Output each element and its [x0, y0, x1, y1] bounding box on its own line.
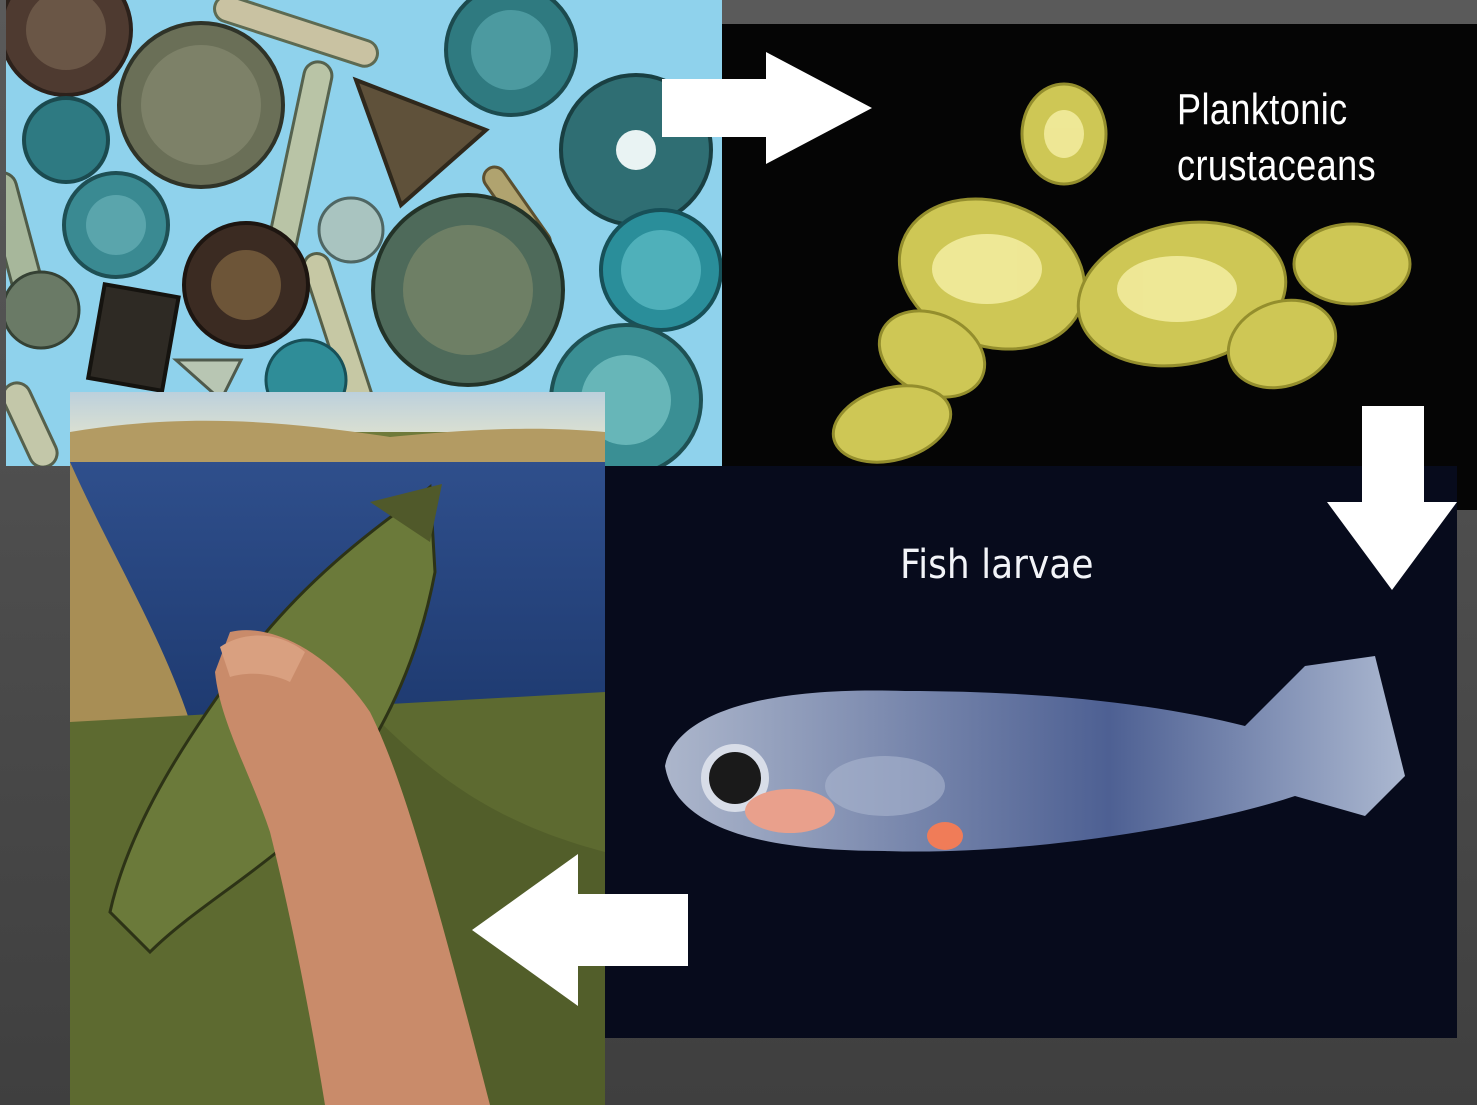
- crustaceans-caption: Planktonic crustaceans: [1177, 82, 1407, 194]
- larvae-caption: Fish larvae: [900, 542, 1093, 588]
- crustaceans-caption-line1: Planktonic: [1177, 82, 1407, 138]
- arrow-right-icon: [662, 52, 874, 166]
- crustaceans-caption-line2: crustaceans: [1177, 138, 1407, 194]
- arrow-down-icon: [1326, 406, 1458, 592]
- arrow-left-icon: [470, 854, 690, 1006]
